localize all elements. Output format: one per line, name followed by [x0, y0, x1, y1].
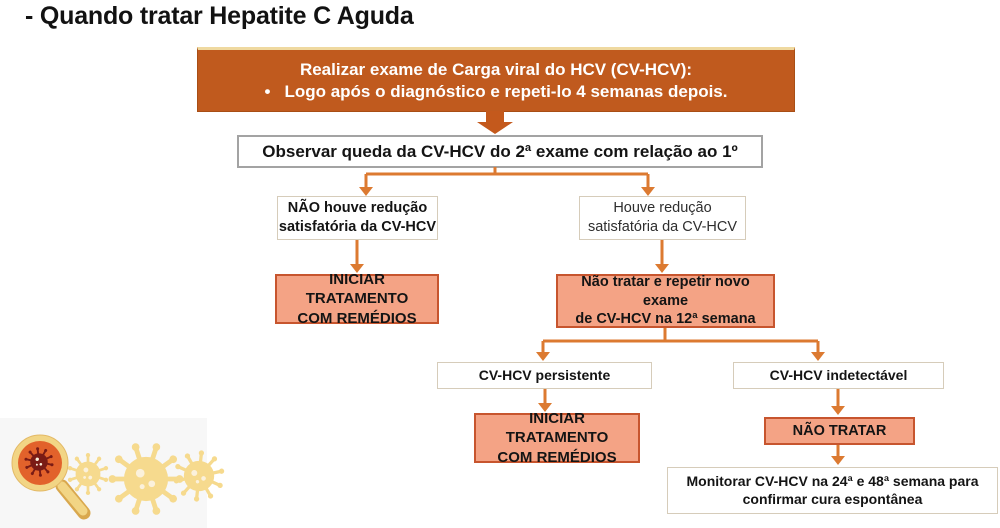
- node-cvhcv-indetectavel: CV-HCV indetectável: [733, 362, 944, 389]
- arrowhead-icon: [536, 352, 550, 361]
- arrowhead-icon: [811, 352, 825, 361]
- node-realizar-exame: Realizar exame de Carga viral do HCV (CV…: [197, 47, 795, 112]
- bullet-glyph: •: [264, 81, 271, 101]
- node-monitorar: Monitorar CV-HCV na 24ª e 48ª semana par…: [667, 467, 998, 514]
- monitor-line1: Monitorar CV-HCV na 24ª e 48ª semana par…: [686, 472, 979, 489]
- retest-line2: de CV-HCV na 12ª semana: [575, 311, 756, 328]
- retest-line1: Não tratar e repetir novo exame: [581, 274, 750, 309]
- treat-left-line1: INICIAR TRATAMENTO: [305, 271, 409, 308]
- treat-bottom-line1: INICIAR TRATAMENTO: [505, 410, 609, 447]
- node-iniciar-tratamento-left: INICIAR TRATAMENTO COM REMÉDIOS: [275, 271, 439, 327]
- observar-text: Observar queda da CV-HCV do 2ª exame com…: [262, 141, 738, 161]
- monitor-line2: confirmar cura espontânea: [742, 490, 923, 507]
- no-treat-text: NÃO TRATAR: [792, 422, 887, 439]
- node-cvhcv-persistente: CV-HCV persistente: [437, 362, 652, 389]
- no-reduction-line2: satisfatória da CV-HCV: [278, 219, 437, 235]
- arrowhead-icon: [359, 187, 373, 196]
- background-patch: [0, 418, 207, 528]
- node-iniciar-tratamento-bottom: INICIAR TRATAMENTO COM REMÉDIOS: [474, 410, 640, 466]
- header-line2-text: Logo após o diagnóstico e repeti-lo 4 se…: [284, 81, 728, 101]
- page-title: - Quando tratar Hepatite C Aguda: [25, 2, 414, 30]
- node-nao-tratar: NÃO TRATAR: [764, 417, 915, 445]
- arrowhead-icon: [655, 264, 669, 273]
- persistent-text: CV-HCV persistente: [478, 366, 611, 383]
- node-observar-queda: Observar queda da CV-HCV do 2ª exame com…: [237, 135, 763, 168]
- arrowhead-icon: [831, 406, 845, 415]
- reduction-line2: satisfatória da CV-HCV: [587, 219, 738, 235]
- big-down-arrow-icon: [477, 111, 513, 134]
- no-reduction-line1: NÃO houve redução: [287, 200, 428, 217]
- node-nao-houve-reducao: NÃO houve redução satisfatória da CV-HCV: [277, 196, 438, 240]
- node-houve-reducao: Houve redução satisfatória da CV-HCV: [579, 196, 746, 240]
- header-line2: • Logo após o diagnóstico e repeti-lo 4 …: [265, 81, 728, 103]
- reduction-line1: Houve redução: [613, 200, 712, 217]
- header-line1: Realizar exame de Carga viral do HCV (CV…: [299, 59, 693, 79]
- undetectable-text: CV-HCV indetectável: [769, 366, 908, 383]
- arrowhead-icon: [641, 187, 655, 196]
- treat-left-line2: COM REMÉDIOS: [297, 309, 417, 327]
- arrowhead-icon: [831, 456, 845, 465]
- node-nao-tratar-repetir: Não tratar e repetir novo exame de CV-HC…: [556, 274, 775, 328]
- treat-bottom-line2: COM REMÉDIOS: [497, 448, 617, 466]
